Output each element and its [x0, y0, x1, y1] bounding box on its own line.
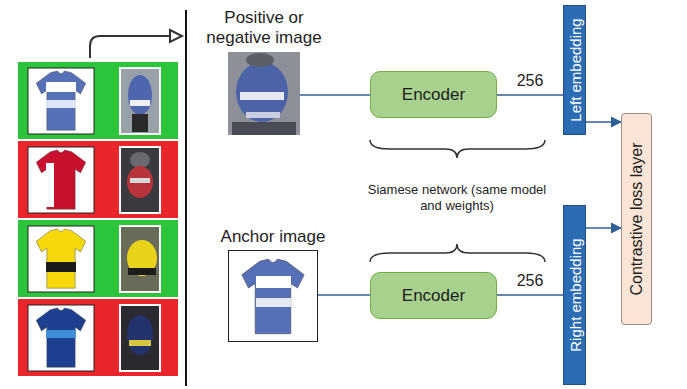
box-text: Encoder — [402, 286, 465, 306]
jersey-icon — [242, 259, 304, 334]
rider-shape — [132, 114, 148, 132]
rider-shape — [130, 100, 150, 106]
brace-top — [370, 140, 545, 158]
jersey-icon — [36, 229, 86, 288]
pair-row — [18, 62, 178, 139]
image-heading: Anchor image — [203, 227, 343, 247]
box-text: Right embedding — [566, 238, 583, 351]
encoder-box: Encoder — [370, 272, 497, 319]
pair-row — [18, 220, 178, 297]
jersey-icon — [36, 150, 86, 209]
positive-row-band — [18, 220, 178, 297]
brace-bottom — [370, 244, 545, 262]
jersey-stripe — [256, 276, 291, 288]
photo-ground — [228, 250, 318, 342]
jersey-stripe — [46, 82, 76, 92]
jersey-stripe — [46, 100, 76, 108]
rider-crop — [120, 68, 160, 134]
connector — [318, 294, 370, 296]
connector — [497, 294, 563, 296]
photo-ground — [228, 52, 300, 135]
anchor-image: Anchor image — [228, 250, 318, 342]
negative-row-band — [18, 141, 178, 218]
rider-shape — [236, 62, 288, 122]
pointer-arrow-shaft — [90, 36, 170, 58]
embedding-box: Right embedding — [563, 205, 586, 385]
loss-layer-box: Contrastive loss layer — [621, 113, 652, 325]
sample-image-picture — [228, 52, 300, 135]
box-text: Left embedding — [566, 18, 583, 121]
rider-shape — [240, 92, 284, 100]
pointer-arrow-head — [170, 30, 182, 42]
pair-row — [18, 141, 178, 218]
jersey-frame — [28, 68, 94, 134]
embedding-box: Left embedding — [563, 5, 586, 135]
connector — [586, 121, 621, 123]
dimension-label: 256 — [517, 72, 544, 90]
rider-shape — [129, 340, 151, 346]
jersey-stripe — [46, 262, 76, 272]
rider-shape — [128, 75, 152, 115]
group-label: Siamese network (same model and weights) — [367, 182, 547, 214]
box-text: Contrastive loss layer — [628, 143, 646, 296]
rider-crop — [120, 305, 160, 371]
rider-shape — [246, 112, 280, 118]
anchor-image-picture — [228, 250, 318, 342]
jersey-frame — [28, 147, 94, 213]
rider-shape — [127, 315, 153, 355]
rider-crop — [120, 147, 160, 213]
encoder-box: Encoder — [370, 71, 497, 118]
rider-shape — [232, 122, 296, 135]
rider-shape — [127, 240, 157, 276]
jersey-stripe — [46, 163, 54, 207]
connector — [300, 94, 370, 96]
jersey-icon — [36, 308, 86, 367]
jersey-stripe — [256, 298, 291, 307]
connector — [497, 94, 563, 96]
jersey-frame — [28, 226, 94, 292]
pair-row — [18, 299, 178, 376]
rider-shape — [130, 178, 150, 183]
box-text: Encoder — [402, 85, 465, 105]
jersey-frame — [28, 305, 94, 371]
rider-shape — [127, 166, 153, 198]
rider-crop — [120, 226, 160, 292]
connector — [586, 227, 621, 229]
negative-row-band — [18, 299, 178, 376]
sample-image: Positive or negative image — [228, 52, 300, 135]
rider-shape — [128, 268, 156, 275]
image-heading: Positive or negative image — [200, 8, 328, 48]
rider-shape — [246, 53, 274, 67]
pointer-arrow — [90, 30, 182, 58]
positive-row-band — [18, 62, 178, 139]
jersey-icon — [36, 71, 86, 130]
jersey-stripe — [46, 330, 76, 338]
dimension-label: 256 — [517, 272, 544, 290]
divider-line — [185, 10, 187, 386]
rider-shape — [130, 152, 150, 168]
